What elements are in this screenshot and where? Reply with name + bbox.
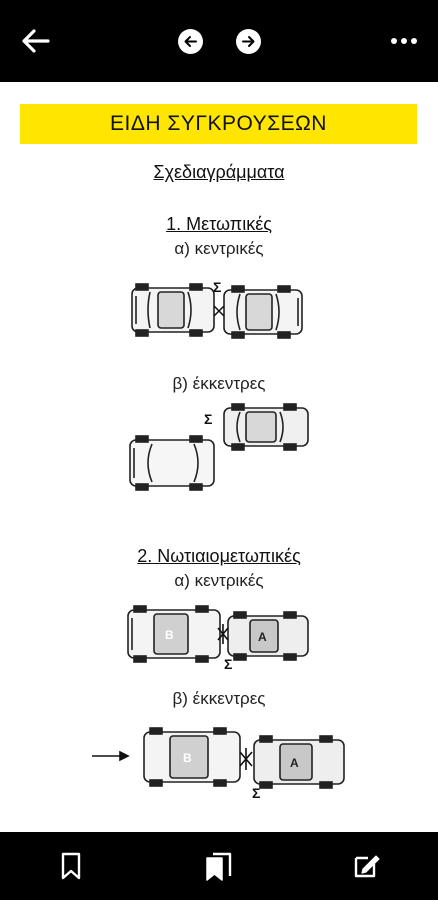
diagram-rear-central: Β Α Σ (127, 605, 309, 672)
impact-mark (217, 624, 229, 644)
page-title: ΕΙΔΗ ΣΥΓΚΡΟΥΣΕΩΝ (20, 104, 417, 144)
case-label-rear-eccentric: β) έκκεντρες (172, 689, 266, 708)
circle-arrow-right-icon (242, 36, 255, 47)
impact-mark (239, 748, 253, 770)
car-a (253, 735, 345, 789)
impact-label: Σ (224, 656, 232, 672)
impact-label: Σ (204, 411, 212, 427)
page-content: ΕΙΔΗ ΣΥΓΚΡΟΥΣΕΩΝ Σχεδιαγράμματα 1. Μετωπ… (0, 82, 438, 832)
impact-mark (213, 305, 225, 317)
car-b-label: Β (165, 628, 174, 642)
car-a-label: Α (258, 630, 267, 644)
top-app-bar (0, 0, 438, 82)
prev-page-button[interactable] (178, 29, 203, 54)
bookmark-icon[interactable] (60, 852, 82, 880)
diagram-frontal-central: Σ (131, 279, 303, 339)
car-b (143, 727, 241, 787)
bookmarks-icon[interactable] (204, 852, 234, 882)
car-left (129, 435, 215, 491)
car-a-label: Α (290, 756, 299, 770)
diagram-rear-eccentric: Β Α Σ (92, 727, 345, 800)
section-heading-rear-front: 2. Νωτιαιομετωπικές (137, 546, 301, 566)
direction-arrow (92, 750, 130, 762)
case-label-rear-central: α) κεντρικές (174, 571, 264, 590)
more-dots-icon[interactable] (390, 36, 418, 46)
impact-label: Σ (213, 279, 221, 295)
car-b (127, 605, 221, 663)
next-page-button[interactable] (236, 29, 261, 54)
car-left (131, 283, 215, 337)
impact-label: Σ (252, 785, 260, 800)
arrow-left-icon[interactable] (20, 28, 50, 54)
edit-note-icon[interactable] (352, 852, 380, 880)
diagram-frontal-eccentric: Σ (129, 403, 309, 491)
case-label-frontal-eccentric: β) έκκεντρες (172, 374, 266, 393)
car-right (223, 403, 309, 451)
car-right (223, 285, 303, 339)
circle-arrow-left-icon (184, 36, 197, 47)
car-a (227, 611, 309, 661)
subtitle: Σχεδιαγράμματα (153, 162, 285, 182)
bottom-toolbar (0, 832, 438, 900)
car-b-label: Β (183, 751, 192, 765)
section-heading-frontal: 1. Μετωπικές (166, 214, 272, 234)
case-label-frontal-central: α) κεντρικές (174, 239, 264, 258)
